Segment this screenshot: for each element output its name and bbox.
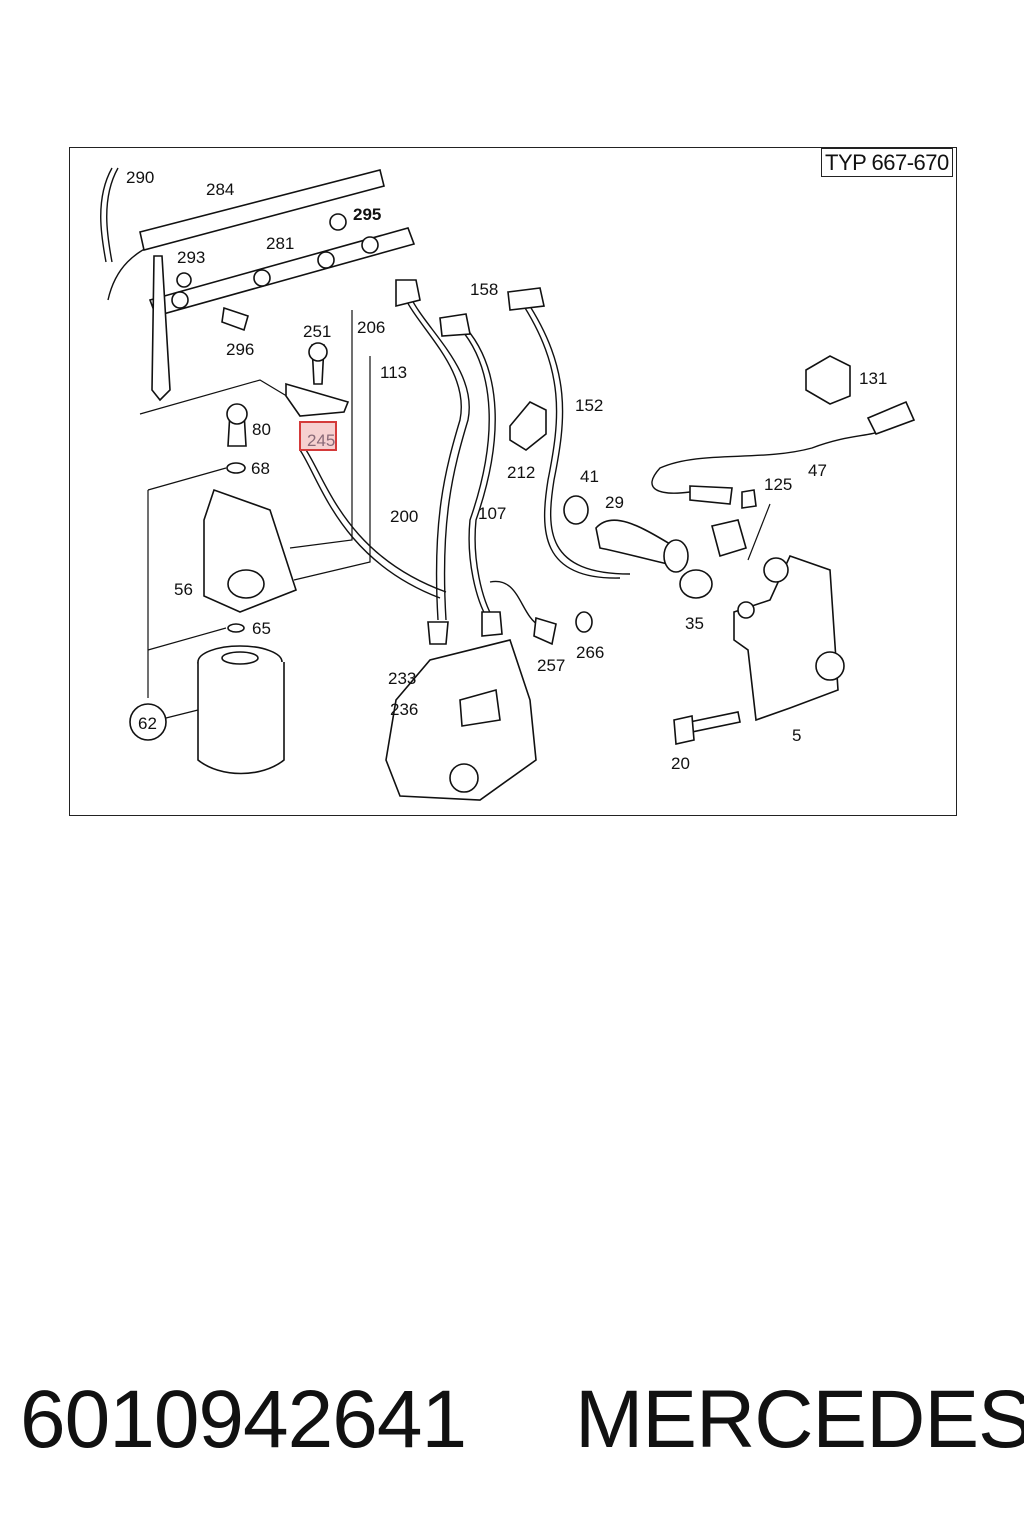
highlight-marker [299,421,337,451]
label-41: 41 [580,467,599,486]
type-label: TYP 667-670 [821,148,953,177]
label-35: 35 [685,614,704,633]
label-236: 236 [390,700,418,719]
label-212: 212 [507,463,535,482]
label-257: 257 [537,656,565,675]
small-fasteners [176,213,347,332]
label-47: 47 [808,461,827,480]
label-251: 251 [303,322,331,341]
thermostat-housing [673,489,845,745]
label-68: 68 [251,459,270,478]
label-206: 206 [357,318,385,337]
label-281: 281 [266,234,294,253]
label-113: 113 [380,363,407,382]
label-296: 296 [226,340,254,359]
label-245: 245 [307,431,335,450]
label-152: 152 [575,396,603,415]
fuel-rail [100,167,416,402]
label-200: 200 [390,507,418,526]
label-284: 284 [206,180,234,199]
oil-filter [129,645,285,775]
diagram-frame [69,147,957,816]
label-233: 233 [388,669,416,688]
filter-housing [147,403,297,698]
label-266: 266 [576,643,604,662]
callout-labels: 290 284 295 281 293 296 251 206 113 158 … [126,168,887,773]
label-29: 29 [605,493,624,512]
label-125: 125 [764,475,792,494]
label-295: 295 [353,205,381,224]
label-293: 293 [177,248,205,267]
part-number: 6010942641 [20,1374,467,1465]
brand-name: MERCEDES [575,1374,1024,1465]
label-80: 80 [252,420,271,439]
bracket-assembly [139,310,447,599]
label-56: 56 [174,580,193,599]
clips [509,355,851,451]
label-131: 131 [859,369,887,388]
label-65: 65 [252,619,271,638]
fuel-lines [395,279,631,646]
label-158: 158 [470,280,498,299]
sensor-cable [651,400,916,505]
hose-and-clamps [563,495,713,599]
footer: 6010942641 MERCEDES [0,1365,1024,1475]
label-290: 290 [126,168,154,187]
label-5: 5 [792,726,801,745]
injection-pump [385,639,537,801]
label-20: 20 [671,754,690,773]
label-62: 62 [138,714,157,733]
label-107: 107 [478,504,506,523]
